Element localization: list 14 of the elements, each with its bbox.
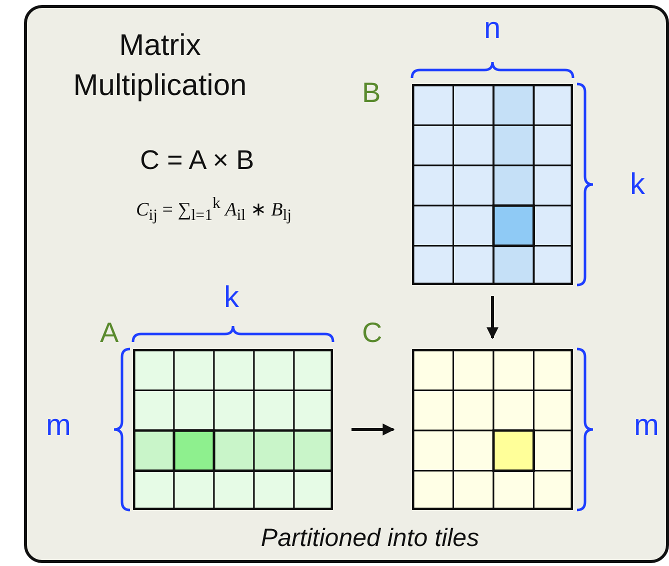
caption: Partitioned into tiles [260, 524, 480, 553]
dimension-label: k [224, 283, 239, 313]
formula: C$_{ij}$ = ∑$_{l=1}$$^{k}$ A$_{il}$ ∗ B$_{lj}$ [136, 195, 292, 226]
dimension-label: m [634, 411, 659, 441]
arrow [486, 296, 498, 340]
equation: C = A × B [140, 145, 254, 176]
arrow [352, 424, 395, 436]
title: Matrix Multiplication [72, 28, 248, 104]
matrix-letter: A [100, 319, 119, 347]
dimension-label: k [630, 170, 645, 200]
dimension-label: m [46, 411, 71, 441]
dimension-label: n [484, 14, 501, 44]
matrix-letter: C [362, 319, 382, 347]
matrix-letter: B [362, 79, 381, 107]
